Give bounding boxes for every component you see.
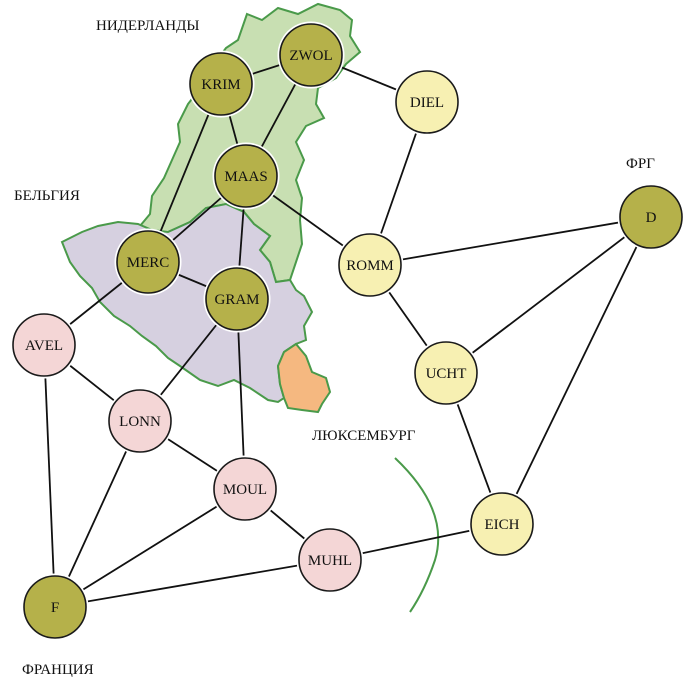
edge-romm-d: [369, 216, 652, 266]
node-circle: [279, 23, 343, 87]
node-label: ZWOL: [289, 48, 332, 64]
nodes-layer: KRIM ZWOL DIEL MAAS D MERC GRAM ROMM AVEL UCHT LON…: [10, 21, 683, 641]
node-moul[interactable]: MOUL: [211, 455, 279, 523]
node-circle: [414, 341, 478, 405]
node-circle: [189, 52, 253, 116]
node-label: MUHL: [308, 553, 352, 569]
edge-lonn-f: [54, 420, 141, 608]
node-krim[interactable]: KRIM: [187, 50, 255, 118]
node-f[interactable]: F: [21, 573, 89, 641]
node-label: MOUL: [223, 482, 267, 498]
france-label: ФРАНЦИЯ: [22, 662, 94, 678]
node-eich[interactable]: EICH: [468, 490, 536, 558]
node-circle: [214, 144, 278, 208]
node-circle: [619, 185, 683, 249]
luxembourg-region: [276, 342, 332, 414]
node-circle: [395, 70, 459, 134]
node-label: MERC: [127, 255, 170, 271]
edge-ucht-d: [445, 216, 652, 374]
edge-avel-f: [43, 344, 56, 608]
node-circle: [470, 492, 534, 556]
node-romm[interactable]: ROMM: [336, 231, 404, 299]
node-avel[interactable]: AVEL: [10, 311, 78, 379]
node-circle: [213, 457, 277, 521]
border-curve: [394, 457, 440, 613]
edge-moul-f: [54, 488, 246, 608]
node-maas[interactable]: MAAS: [212, 142, 280, 210]
node-ucht[interactable]: UCHT: [412, 339, 480, 407]
node-label: DIEL: [410, 95, 444, 111]
node-diel[interactable]: DIEL: [393, 68, 461, 136]
region-labels: НИДЕРЛАНДЫ БЕЛЬГИЯ ЛЮКСЕМБУРГ ФРГ ФРАНЦИ…: [14, 18, 655, 678]
node-circle: [298, 528, 362, 592]
edge-muhl-f: [54, 559, 331, 608]
belgium-label: БЕЛЬГИЯ: [14, 188, 80, 204]
germany-label: ФРГ: [626, 156, 655, 172]
node-label: UCHT: [426, 366, 467, 382]
node-circle: [116, 230, 180, 294]
node-circle: [23, 575, 87, 639]
node-label: LONN: [119, 414, 161, 430]
netherlands-label: НИДЕРЛАНДЫ: [96, 18, 199, 34]
node-lonn[interactable]: LONN: [106, 387, 174, 455]
node-circle: [108, 389, 172, 453]
node-label: MAAS: [224, 169, 267, 185]
node-label: KRIM: [201, 77, 240, 93]
node-label: F: [51, 600, 59, 616]
node-circle: [12, 313, 76, 377]
node-circle: [338, 233, 402, 297]
node-muhl[interactable]: MUHL: [296, 526, 364, 594]
node-label: EICH: [485, 517, 520, 533]
luxembourg-label: ЛЮКСЕМБУРГ: [312, 428, 416, 444]
node-label: D: [646, 210, 657, 226]
node-merc[interactable]: MERC: [114, 228, 182, 296]
node-label: ROMM: [346, 258, 394, 274]
node-circle: [205, 267, 269, 331]
node-gram[interactable]: GRAM: [203, 265, 271, 333]
node-d[interactable]: D: [617, 183, 683, 251]
node-label: AVEL: [25, 338, 63, 354]
node-label: GRAM: [214, 292, 259, 308]
edge-eich-d: [501, 216, 652, 525]
luxembourg-label-backdrop: [306, 420, 454, 448]
node-zwol[interactable]: ZWOL: [277, 21, 345, 89]
